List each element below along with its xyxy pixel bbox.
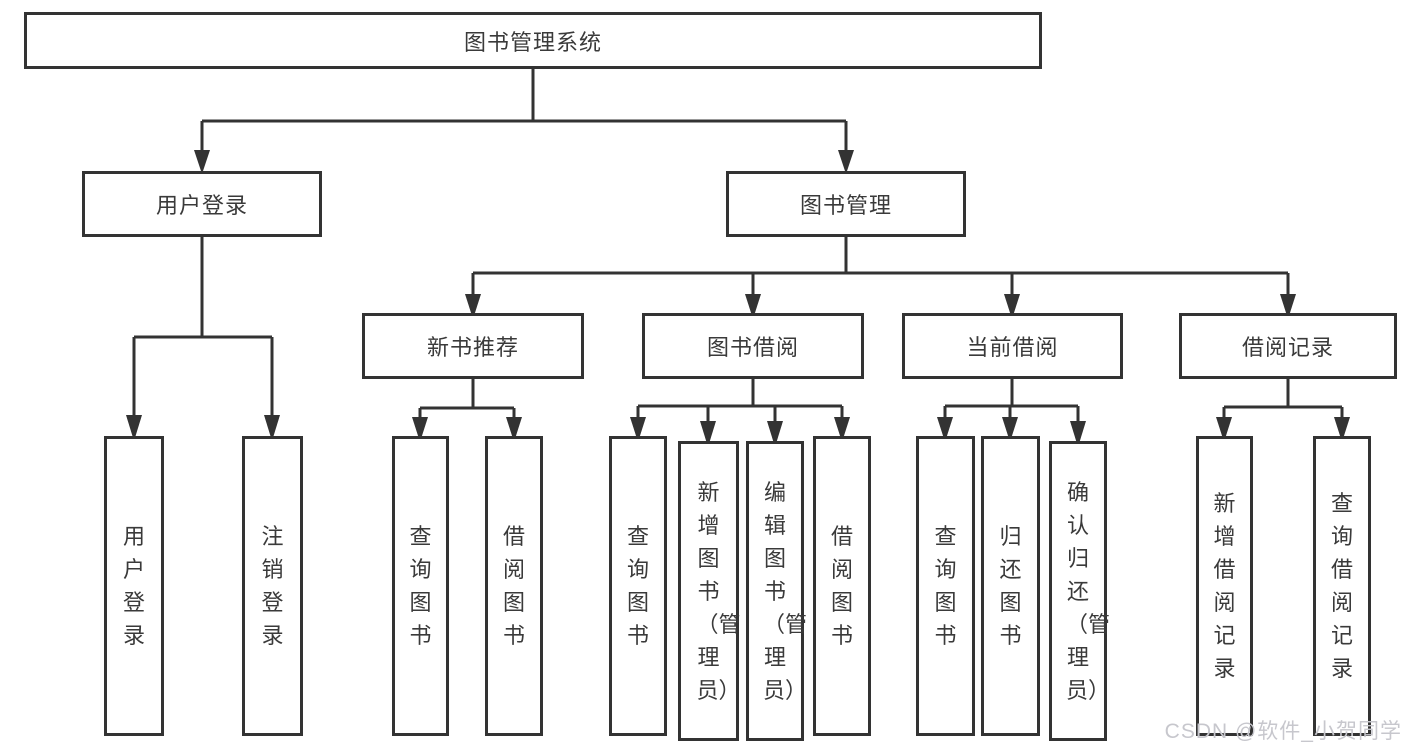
- leaf-add-books-admin: 新增图书（管理员）: [678, 441, 741, 741]
- leaf-edit-books-admin: 编辑图书（管理员）: [746, 441, 808, 741]
- leaf-label: 查询借阅记录: [1330, 491, 1353, 681]
- leaf-label: 用户登录: [122, 524, 145, 648]
- node-label: 借阅记录: [1241, 335, 1334, 360]
- leaf-query-books-recommend: 查询图书: [392, 436, 449, 736]
- leaf-add-borrow-record: 新增借阅记录: [1196, 436, 1253, 736]
- node-borrowing-records: 借阅记录: [1179, 313, 1397, 379]
- node-current-borrowing: 当前借阅: [902, 313, 1123, 379]
- leaf-borrow-books: 借阅图书: [813, 436, 871, 736]
- node-label: 图书管理系统: [463, 29, 602, 55]
- watermark: CSDN @软件_小贺同学: [1164, 720, 1402, 743]
- node-user-login: 用户登录: [82, 171, 322, 237]
- connector-current-borrow-children: [937, 379, 1086, 447]
- node-new-book-recommend: 新书推荐: [362, 313, 584, 379]
- node-label: 图书管理: [799, 193, 892, 218]
- leaf-label: 查询图书: [409, 524, 432, 648]
- leaf-confirm-return-admin: 确认归还（管理员）: [1049, 441, 1111, 741]
- leaf-query-books-borrow: 查询图书: [609, 436, 667, 736]
- leaf-user-login: 用户登录: [104, 436, 164, 736]
- connector-book-mgmt-sections: [465, 237, 1296, 319]
- leaf-label: 查询图书: [934, 524, 957, 648]
- connector-book-borrow-children: [630, 379, 850, 447]
- leaf-query-borrow-record: 查询借阅记录: [1313, 436, 1371, 736]
- node-label: 新书推荐: [426, 335, 519, 360]
- leaf-label: 确认归还（管理员）: [1066, 479, 1111, 703]
- leaf-label: 注销登录: [261, 524, 284, 648]
- leaf-borrow-books-recommend: 借阅图书: [485, 436, 543, 736]
- leaf-label: 归还图书: [999, 524, 1022, 648]
- node-book-borrowing: 图书借阅: [642, 313, 864, 379]
- leaf-label: 新增图书（管理员）: [696, 479, 741, 703]
- connector-borrow-record-children: [1216, 379, 1350, 442]
- leaf-label: 查询图书: [626, 524, 649, 648]
- leaf-label: 编辑图书（管理员）: [763, 479, 808, 703]
- leaf-return-books: 归还图书: [981, 436, 1040, 736]
- leaf-label: 借阅图书: [830, 524, 853, 648]
- leaf-logout: 注销登录: [242, 436, 303, 736]
- connector-new-book-children: [412, 379, 522, 442]
- node-label: 当前借阅: [966, 335, 1059, 360]
- connector-user-login-children: [126, 237, 280, 441]
- node-label: 用户登录: [155, 193, 248, 218]
- leaf-label: 新增借阅记录: [1213, 491, 1236, 681]
- node-label: 图书借阅: [706, 335, 799, 360]
- node-library-management-system: 图书管理系统: [24, 12, 1042, 69]
- leaf-label: 借阅图书: [502, 524, 525, 648]
- connector-root-to-level2: [194, 69, 854, 174]
- leaf-query-books-current: 查询图书: [916, 436, 975, 736]
- node-book-management: 图书管理: [726, 171, 966, 237]
